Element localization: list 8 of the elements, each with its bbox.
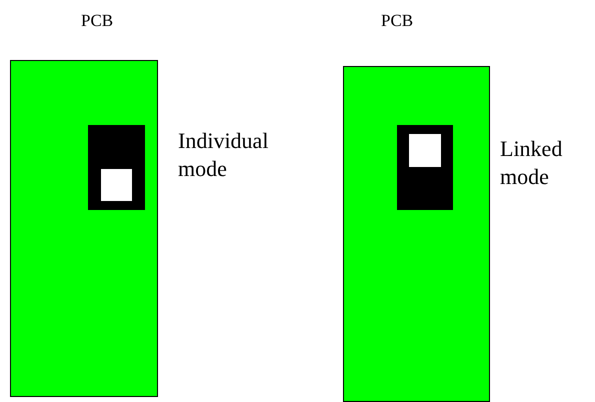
- mode-label: Individual mode: [178, 127, 270, 183]
- switch-body: [397, 125, 453, 210]
- switch-slider: [408, 133, 442, 168]
- board-label: PCB: [81, 11, 114, 31]
- mode-label: Linked mode: [500, 135, 564, 191]
- switch-body: [88, 125, 145, 210]
- switch-slider: [100, 168, 133, 202]
- board-label: PCB: [381, 11, 414, 31]
